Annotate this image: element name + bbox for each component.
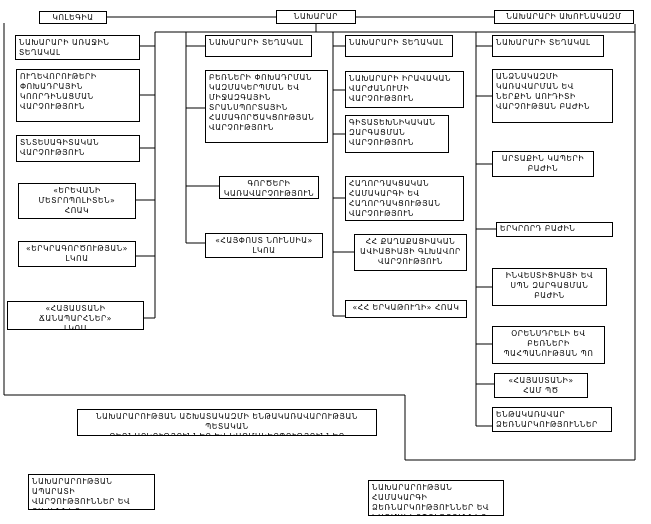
node-telecom: ՀԱՂՈՐԴԱԿՑԱԿԱՆ ՀԱՄԱԿԱՐԳԻ ԵՎ ՀԱՂՈՐԴԱԿՑՈՒԹՅ… (345, 176, 464, 221)
node-cargo-transport: ԲԵՌՆԵՐԻ ՓՈԽԱԴՐՄԱՆ ԿԱԶՄԱԿԵՐՊՄԱՆ ԵՎ ՄԻՋԱԶԳ… (205, 70, 328, 143)
legend-system-enterprises: ՆԱԽԱՐԱՐՈՒԹՅԱՆ ՀԱՄԱԿԱՐԳԻ ՁԵՌՆԱՐԿՈՒԹՅՈՒՆՆԵ… (368, 480, 504, 516)
node-subordinate-state-orgs: ՆԱԽԱՐԱՐՈՒԹՅԱՆ ԱՇԽԱՏԱԿԱԶՄԻ ԵՆԹԱԿԱՌԱՎԱՐՈՒԹ… (77, 409, 377, 436)
node-railway-cjsc: «ԵՐԿՐԱԳՈՐԾՈՒԹՅԱՆ» ԼԿՈԱ (18, 241, 136, 267)
node-deputy-3: ՆԱԽԱՐԱՐԻ ՏԵՂԱԿԱԼ (345, 35, 453, 57)
node-armpost: «ՀԱՅՓՈՍՏ ՆՈՒՆՍԻԱ» ԼԿՈԱ (205, 233, 323, 258)
node-economic-department: ՏՆՏԵՍԱԳԻՏԱԿԱՆ ՎԱՐՉՈՒԹՅՈՒՆ (16, 135, 140, 162)
node-investment: ԻՆՎԵՍՏԻՑԻԱՅԻ ԵՎ ՍՊՆ ԶԱՐԳԱՑՄԱՆ ԲԱԺԻՆ (492, 268, 607, 306)
node-deputy-2: ՆԱԽԱՐԱՐԻ ՏԵՂԱԿԱԼ (205, 35, 312, 57)
node-legal-department: ՆԱԽԱՐԱՐԻ ԻՐԱՎԱԿԱՆ ՎԱՐԺԱՆՈՒՄԻ ՎԱՐՉՈՒԹՅՈՒՆ (345, 71, 464, 108)
node-hayastan-pc: «ՀԱՅԱՍՏԱՆԻ» ՀԱՄ ՊԾ (494, 373, 588, 398)
node-minister: ՆԱԽԱՐԱՐ (276, 10, 356, 24)
node-affairs-department: ԳՈՐԾԵՐԻ ԿԱՌԱՎԱՐՉՈՒԹՅՈՒՆ (219, 176, 319, 199)
node-collegium: ԿՈԼԵԳԻԱ (39, 11, 107, 24)
node-subsidiary-enterprises: ԵՆԹԱԿԱՌԱՎԱՐ ՁԵՌՆԱՐԿՈՒԹՅՈՒՆՆԵՐ (492, 407, 612, 432)
node-hr-audit: ԱՆՁՆԱԿԱԶՄԻ ԿԱՌԱՎԱՐՄԱՆ ԵՎ ՆԵՐՔԻՆ ԱՈՒԴԻՏԻ … (492, 69, 613, 123)
node-second-department: ԵՐԿՐՈՐԴ ԲԱԺԻՆ (496, 222, 613, 237)
node-external-relations: ԱՐՏԱՔԻՆ ԿԱՊԵՐԻ ԲԱԺԻՆ (492, 151, 594, 177)
node-minister-advisors: ՆԱԽԱՐԱՐԻ ԱԽՈՒՆԱԿԱԶՄ (494, 10, 634, 24)
node-armenian-roads: «ՀԱՅԱՍՏԱՆԻ ՃԱՆԱՊԱՐՀՆԵՐ» ԼԿՈԱ (7, 301, 144, 330)
node-science-tech: ԳԻՏԱՏԵԽՆԻԿԱԿԱՆ ԶԱՐԳԱՑՄԱՆ ՎԱՐՉՈՒԹՅՈՒՆ (345, 115, 449, 153)
node-legislation-cargo: ՕՐԵՆՍԴՐԵԼԻ ԵՎ ԲԵՌՆԵՐԻ ՊԱՀՊԱՆՈՒԹՅԱՆ ՊՈ (492, 326, 605, 364)
legend-staff-departments: ՆԱԽԱՐԱՐՈՒԹՅԱՆ ԱՊԱՐԱՏԻ ՎԱՐՉՈՒԹՅՈՒՆՆԵՐ ԵՎ … (28, 474, 155, 510)
node-first-deputy: ՆԱԽԱՐԱՐԻ ԱՌԱՋԻՆ ՏԵՂԱԿԱԼ (15, 35, 140, 60)
node-deputy-4: ՆԱԽԱՐԱՐԻ ՏԵՂԱԿԱԼ (492, 35, 604, 57)
node-yerevan-metro: «ԵՐԵՎԱՆԻ ՄԵՏՐՈՊՈԼԻՏԵՆ» ՀՈԱԿ (18, 183, 136, 219)
node-policy-coordination: ՈՒՂԵՎՈՐՈՒԹԵՐԻ ՓՈԽԱԴՐԱՅԻՆ ԿՈՈՐԴԻՆԱՑՄԱՆ ՎԱ… (16, 69, 140, 122)
node-civil-aviation: ՀՀ ՔԱՂԱՔԱՑԻԱԿԱՆ ԱՎԻԱՑԻԱՅԻ ԳԼԽԱՎՈՐ ՎԱՐՉՈՒ… (354, 234, 467, 271)
node-ham-radio: «ՀՀ ԵՐԿԱԹՈՒՂԻ» ՀՈԱԿ (345, 300, 467, 318)
